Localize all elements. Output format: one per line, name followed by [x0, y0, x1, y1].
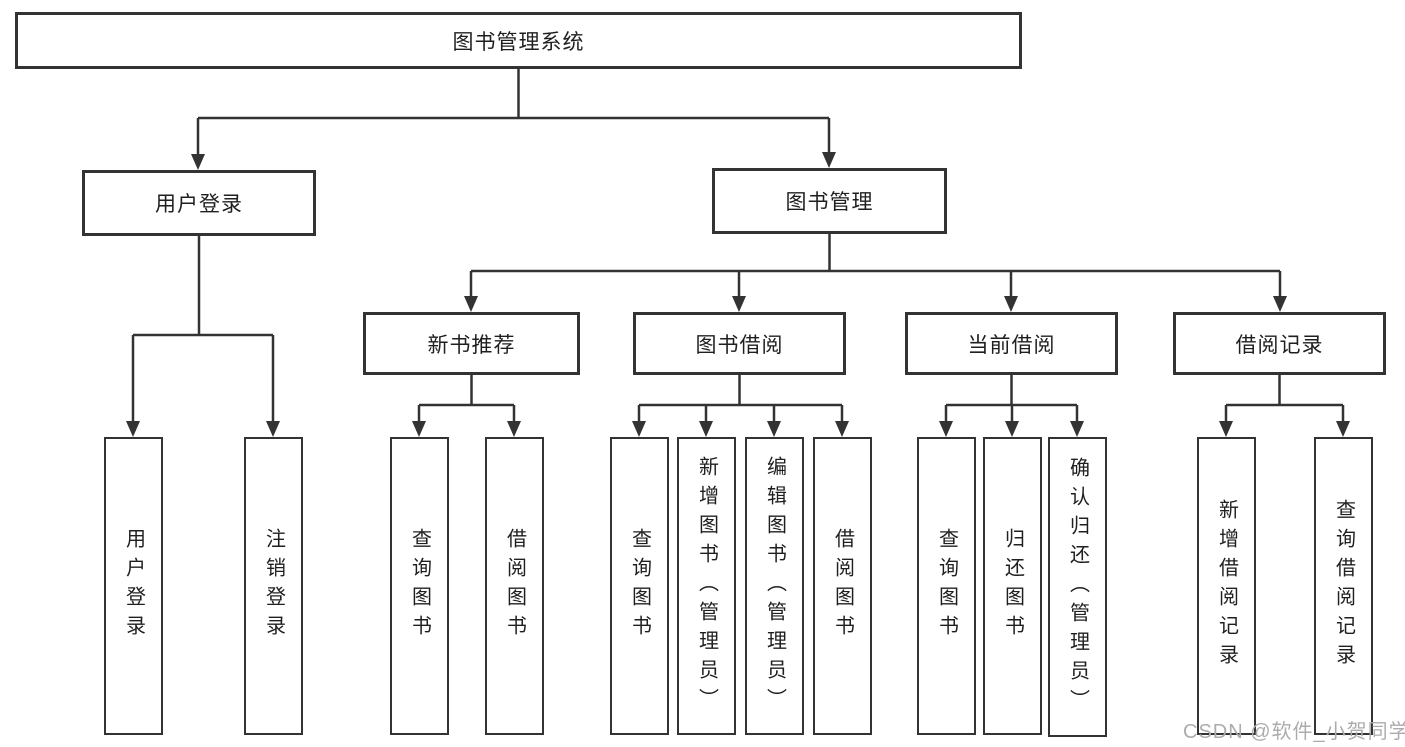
arrow-down-icon: [767, 421, 781, 437]
leaf-add-borrow-record: 新增借阅记录: [1197, 437, 1256, 735]
arrow-down-icon: [1004, 296, 1018, 312]
connector-new-book-recommend: [417, 375, 516, 423]
node-current-borrow: 当前借阅: [905, 312, 1118, 375]
node-book-management: 图书管理: [712, 168, 947, 234]
arrow-down-icon: [1005, 421, 1019, 437]
arrow-down-icon: [191, 154, 205, 170]
connector-user-login: [131, 235, 275, 423]
connector-book-borrow: [637, 375, 844, 423]
leaf-label: 用户登录: [122, 528, 145, 644]
leaf-logout: 注销登录: [244, 437, 303, 735]
leaf-label: 查询借阅记录: [1332, 499, 1355, 673]
leaf-query-book-recommend: 查询图书: [390, 437, 449, 735]
arrow-down-icon: [822, 152, 836, 168]
arrow-down-icon: [507, 421, 521, 437]
node-book-borrow: 图书借阅: [633, 312, 846, 375]
arrow-down-icon: [266, 421, 280, 437]
arrow-down-icon: [126, 421, 140, 437]
arrow-down-icon: [1336, 421, 1350, 437]
leaf-confirm-return-admin: 确认归还（管理员）: [1048, 437, 1107, 737]
leaf-query-borrow-record: 查询借阅记录: [1314, 437, 1373, 735]
watermark: CSDN @软件_小贺同学: [1183, 721, 1405, 743]
node-root: 图书管理系统: [15, 12, 1022, 69]
leaf-label: 确认归还（管理员）: [1066, 456, 1089, 718]
leaf-edit-book-admin: 编辑图书（管理员）: [745, 437, 804, 735]
connector-current-borrow: [944, 375, 1079, 423]
leaf-label: 借阅图书: [503, 528, 526, 644]
leaf-add-book-admin: 新增图书（管理员）: [677, 437, 736, 735]
arrow-down-icon: [939, 421, 953, 437]
arrow-down-icon: [1070, 421, 1084, 437]
leaf-user-login: 用户登录: [104, 437, 163, 735]
leaf-label: 归还图书: [1001, 528, 1024, 644]
leaf-borrow-book: 借阅图书: [813, 437, 872, 735]
leaf-label: 查询图书: [935, 528, 958, 644]
arrow-down-icon: [632, 421, 646, 437]
leaf-label: 注销登录: [262, 528, 285, 644]
arrow-down-icon: [732, 296, 746, 312]
node-borrow-records: 借阅记录: [1173, 312, 1386, 375]
arrow-down-icon: [835, 421, 849, 437]
node-new-book-recommend: 新书推荐: [363, 312, 580, 375]
arrow-down-icon: [699, 421, 713, 437]
leaf-label: 查询图书: [628, 528, 651, 644]
arrow-down-icon: [1219, 421, 1233, 437]
leaf-label: 新增图书（管理员）: [695, 455, 718, 717]
arrow-down-icon: [464, 296, 478, 312]
leaf-return-book: 归还图书: [983, 437, 1042, 735]
leaf-label: 查询图书: [408, 528, 431, 644]
arrow-down-icon: [412, 421, 426, 437]
leaf-label: 编辑图书（管理员）: [763, 455, 786, 717]
connector-borrow-records: [1224, 375, 1345, 423]
connector-root: [196, 68, 831, 156]
node-user-login: 用户登录: [82, 170, 316, 236]
leaf-label: 新增借阅记录: [1215, 499, 1238, 673]
leaf-borrow-book-recommend: 借阅图书: [485, 437, 544, 735]
connector-book-management: [469, 233, 1282, 298]
leaf-label: 借阅图书: [831, 528, 854, 644]
leaf-query-book-borrow: 查询图书: [610, 437, 669, 735]
leaf-query-book-current: 查询图书: [917, 437, 976, 735]
arrow-down-icon: [1273, 296, 1287, 312]
